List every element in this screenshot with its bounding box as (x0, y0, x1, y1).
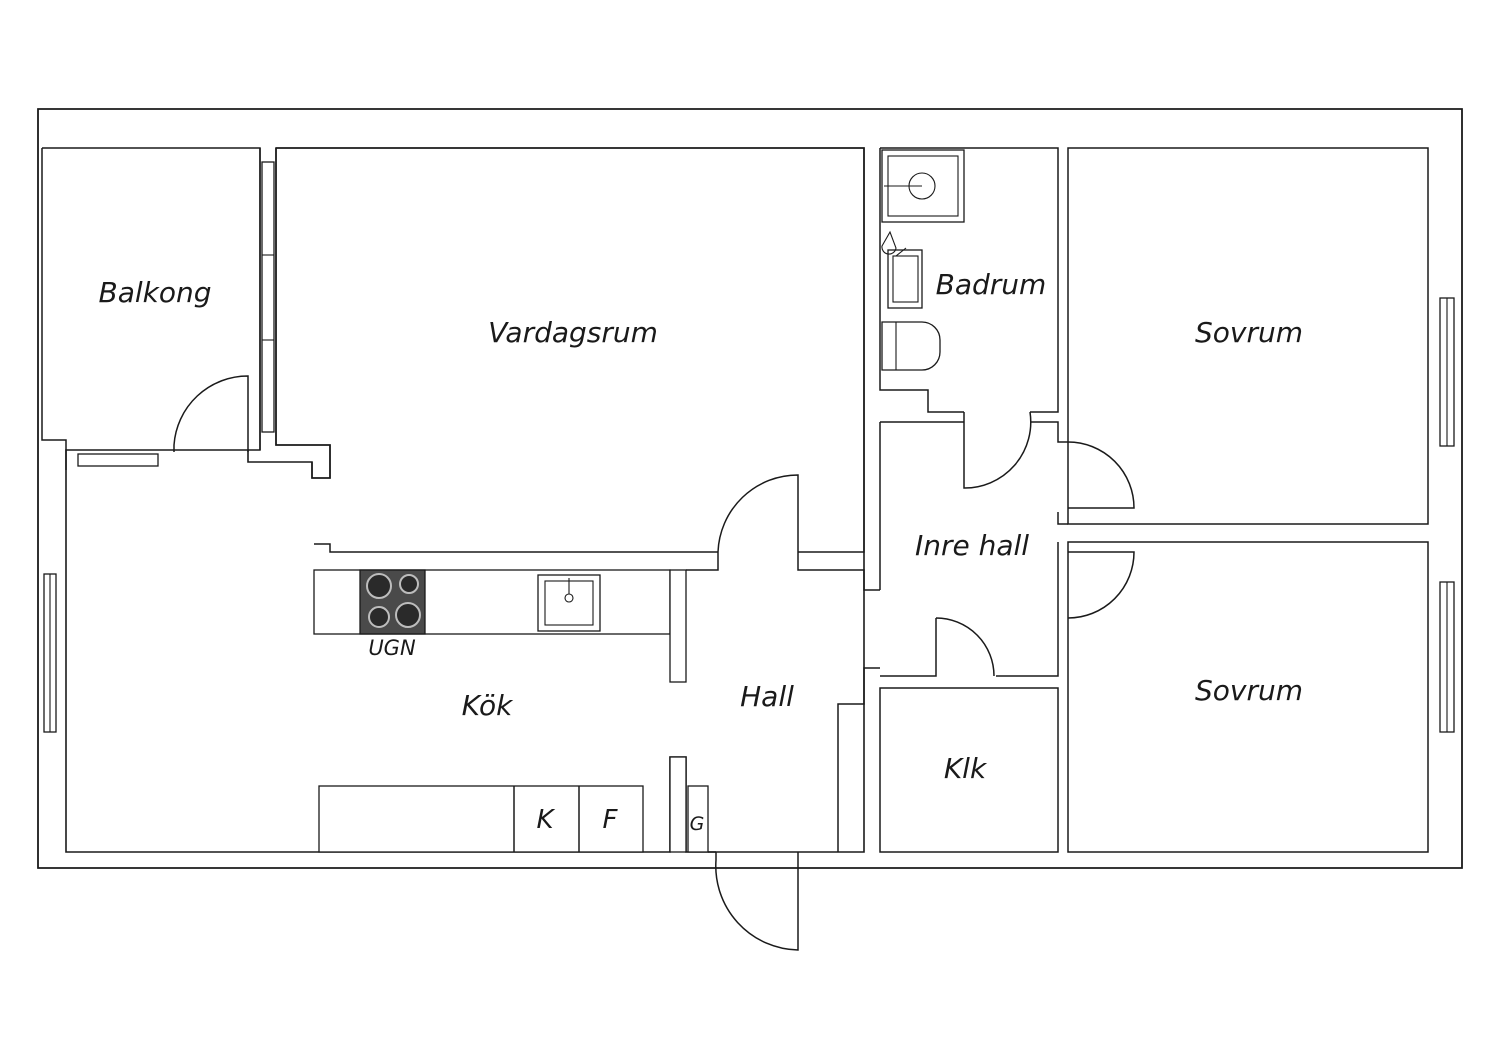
outer-wall-line (37, 108, 1463, 869)
exterior-wall (37, 108, 1463, 869)
room-label-sovrum-1: Sovrum (1195, 316, 1303, 349)
hall-area (686, 474, 880, 951)
badrum-area (879, 147, 1059, 489)
lower-counter (318, 785, 644, 853)
washbasin (887, 249, 923, 309)
g-cabinet (687, 785, 709, 853)
balkong-area (41, 147, 275, 470)
sovrum-2-area (1067, 541, 1455, 853)
room-label-balkong: Balkong (98, 276, 211, 309)
room-label-inre-hall: Inre hall (915, 529, 1029, 562)
room-label-kok: Kök (462, 689, 514, 722)
kitchen-lower (43, 569, 709, 853)
stove-label: UGN (368, 636, 416, 660)
balcony-window (261, 161, 275, 433)
room-label-badrum: Badrum (936, 268, 1047, 301)
room-label-sovrum-2: Sovrum (1195, 674, 1303, 707)
inre-hall-area (879, 421, 1135, 677)
burner-icon (395, 602, 421, 628)
fridge-label: K (536, 805, 555, 835)
burner-icon (399, 574, 419, 594)
burner-icon (366, 573, 392, 599)
room-label-hall: Hall (740, 680, 794, 713)
sovrum-1-area (1067, 147, 1455, 525)
room-label-vardagsrum: Vardagsrum (488, 316, 658, 349)
kitchen-counter (313, 543, 718, 635)
klk-area (879, 687, 1059, 853)
burner-icon (368, 606, 390, 628)
vardagsrum-area (275, 147, 865, 553)
g-cabinet-label: G (690, 813, 705, 835)
freezer-label: F (603, 805, 619, 835)
room-label-klk: Klk (944, 752, 988, 785)
toilet (881, 321, 941, 371)
balcony-door-window (77, 453, 159, 467)
